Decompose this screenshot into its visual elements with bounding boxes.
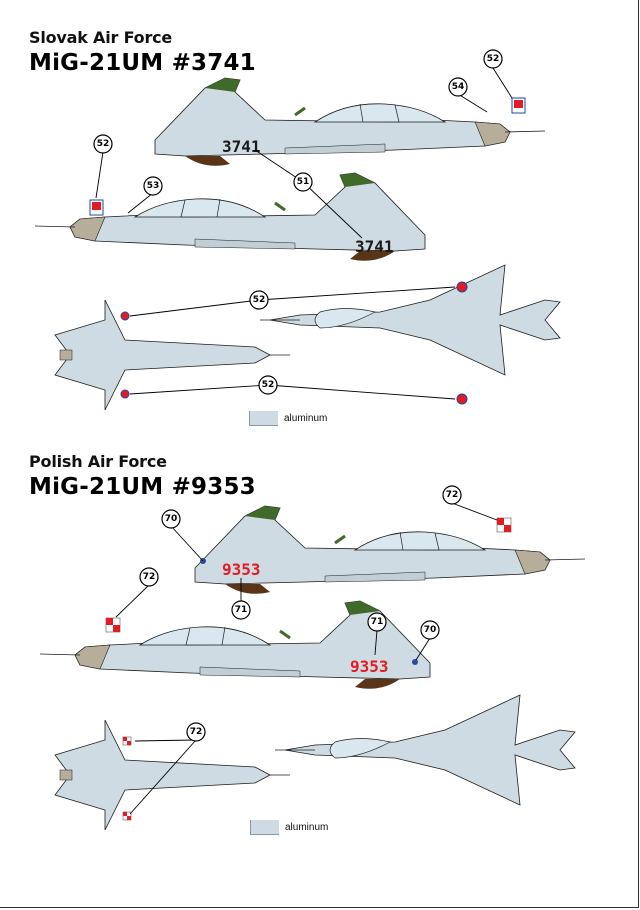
legend-swatch-aluminum-2 [250, 820, 279, 835]
aircraft-bottom-view-2 [54, 719, 291, 831]
svg-text:72: 72 [143, 572, 156, 582]
aircraft-bottom-view [54, 299, 291, 411]
legend-label-2: aluminum [285, 822, 329, 833]
callout-72-c: 72 [186, 722, 206, 742]
callout-52-b: 52 [93, 134, 113, 154]
svg-text:54: 54 [452, 82, 465, 92]
callout-70-a: 70 [161, 509, 181, 529]
svg-text:72: 72 [446, 490, 459, 500]
leader-lines-2 [115, 502, 498, 815]
serial-number-upper-2: 9353 [222, 560, 261, 579]
leader-lines-1 [95, 67, 513, 400]
svg-text:71: 71 [371, 617, 384, 627]
serial-number-upper: 3741 [222, 137, 261, 156]
callout-72-a: 72 [442, 485, 462, 505]
section-1-title: MiG-21UM #3741 [29, 50, 256, 76]
callout-51: 51 [293, 172, 313, 192]
legend-label-1: aluminum [284, 413, 328, 424]
callout-71-b: 71 [367, 612, 387, 632]
polish-insignia [105, 517, 512, 821]
callout-70-b: 70 [420, 620, 440, 640]
section-2-subtitle: Polish Air Force [29, 452, 167, 471]
callout-52-d: 52 [258, 375, 278, 395]
svg-text:72: 72 [190, 727, 203, 737]
svg-text:52: 52 [262, 380, 275, 390]
svg-text:51: 51 [297, 177, 310, 187]
aircraft-side-view-1 [153, 76, 547, 168]
serial-number-lower-2: 9353 [350, 657, 389, 676]
svg-text:52: 52 [253, 295, 266, 305]
legend-swatch-aluminum-1 [249, 411, 278, 426]
aircraft-top-view-2 [274, 694, 576, 806]
slovak-insignia [89, 97, 526, 405]
svg-text:70: 70 [165, 514, 178, 524]
svg-text:71: 71 [235, 605, 248, 615]
aircraft-top-view [259, 264, 561, 376]
section-1-subtitle: Slovak Air Force [29, 28, 173, 47]
callout-72-b: 72 [139, 567, 159, 587]
section-2-title: MiG-21UM #9353 [29, 474, 256, 500]
callout-52-c: 52 [249, 290, 269, 310]
callout-53: 53 [143, 176, 163, 196]
svg-text:52: 52 [97, 139, 110, 149]
callout-52-a: 52 [483, 49, 503, 69]
callout-71-a: 71 [231, 600, 251, 620]
serial-number-lower: 3741 [355, 237, 394, 256]
svg-text:52: 52 [487, 54, 500, 64]
aircraft-side-view-3 [193, 504, 587, 596]
svg-text:53: 53 [147, 181, 160, 191]
svg-text:70: 70 [424, 625, 437, 635]
callout-54: 54 [448, 77, 468, 97]
